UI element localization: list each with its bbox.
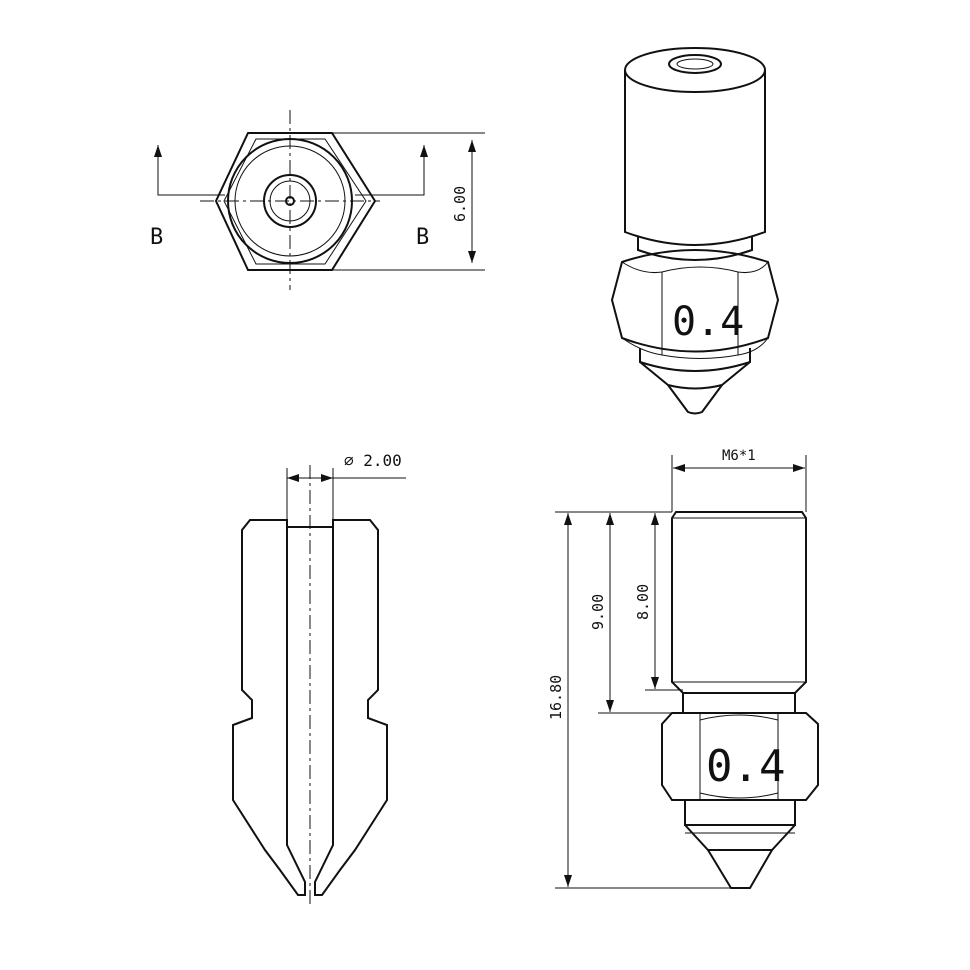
dim-8: 8.00 bbox=[634, 584, 652, 620]
section-label-left: B bbox=[150, 225, 163, 250]
iso-size-marking: 0.4 bbox=[672, 299, 744, 345]
dim-total-length: 16.80 bbox=[547, 675, 565, 720]
dim-9: 9.00 bbox=[589, 594, 607, 630]
section-view: ⌀ 2.00 bbox=[232, 451, 406, 905]
side-view: 0.4 M6*1 16.80 9.00 8.00 bbox=[547, 448, 819, 889]
dim-hex-width: 6.00 bbox=[451, 186, 469, 222]
iso-view: 0.4 bbox=[610, 47, 780, 415]
dim-bore-diameter: ⌀ 2.00 bbox=[344, 451, 402, 470]
section-label-right: B bbox=[416, 225, 429, 250]
side-size-marking: 0.4 bbox=[706, 741, 785, 792]
dim-thread: M6*1 bbox=[722, 448, 756, 464]
top-view: B B 6.00 bbox=[150, 110, 485, 290]
